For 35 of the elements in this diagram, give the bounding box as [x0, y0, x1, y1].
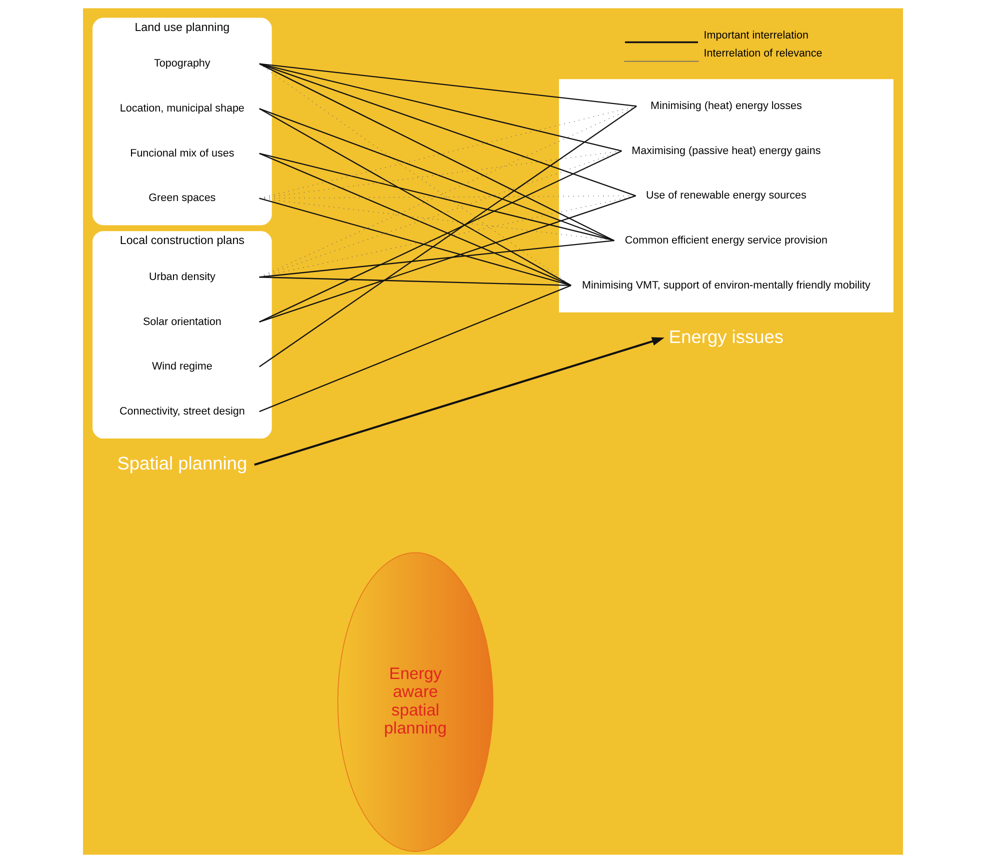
- node-text: Topography: [154, 58, 210, 70]
- connector: [258, 108, 571, 286]
- node-text: Use of renewable energy sources: [646, 190, 806, 202]
- node-text: Minimising VMT, support of environ-mentally friendly mobility: [582, 279, 870, 292]
- node-text: Connectivity, street design: [118, 405, 244, 418]
- connector: [258, 63, 622, 152]
- connector: [258, 152, 614, 242]
- node-text: Wind regime: [151, 360, 212, 373]
- connector: [258, 152, 571, 286]
- legend-label: Important interrelation: [703, 29, 808, 42]
- connector: [258, 106, 636, 278]
- node-text: Urban density: [148, 270, 215, 283]
- node-text: Maximising (passive heat) energy gains: [631, 144, 820, 157]
- connector: [258, 195, 636, 322]
- node-text: Solar orientation: [142, 316, 221, 328]
- node-text: Energy issues: [668, 326, 784, 348]
- connector: [258, 276, 571, 286]
- node-text: Common efficient energy service provision: [624, 234, 828, 246]
- connector: [258, 198, 571, 286]
- node-text: Spatial planning: [116, 452, 247, 474]
- connector: [258, 64, 571, 286]
- connector: [258, 63, 614, 242]
- node-text: Funcional mix of uses: [130, 147, 234, 160]
- node-text: Minimising (heat) energy losses: [650, 100, 802, 112]
- node-text: Location, municipal shape: [119, 102, 244, 114]
- node-text: Green spaces: [148, 192, 216, 204]
- connector: [258, 150, 622, 322]
- connector: [258, 108, 614, 242]
- connector: [258, 106, 636, 368]
- connector: [258, 63, 636, 196]
- node-ellipse: Energy aware spatial planning: [336, 552, 493, 852]
- legend-label: Interrelation of relevance: [703, 48, 822, 60]
- connector: [258, 63, 636, 107]
- arrow: [254, 337, 664, 466]
- cluster: [558, 79, 893, 312]
